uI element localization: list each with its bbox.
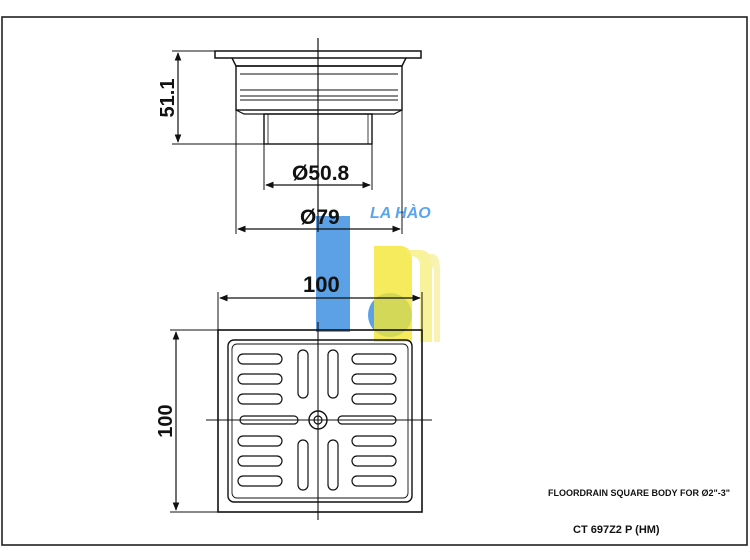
dimension-height-side [172, 50, 264, 145]
dimension-width-top [217, 292, 423, 330]
grate-slots-center [239, 349, 397, 491]
grate-slots-left [237, 353, 283, 487]
dimension-height-left-label: 100 [155, 404, 177, 437]
title-model: CT 697Z2 P (HM) [573, 524, 660, 536]
dimension-outer-diameter-label: Ø79 [300, 206, 340, 229]
dimension-outer-diameter [235, 110, 403, 234]
side-view [214, 38, 422, 232]
center-screw [308, 410, 328, 430]
drawing-border [1, 16, 748, 546]
watermark-text: LA HÀO [370, 203, 431, 222]
title-size: FOR Ø2"-3" [680, 488, 730, 498]
plan-view [206, 322, 432, 520]
dimension-height-left [170, 329, 218, 513]
dimension-inner-diameter-label: Ø50.8 [292, 162, 350, 185]
dimension-height-side-label: 51.1 [157, 79, 179, 118]
title-description: FLOORDRAIN SQUARE BODY [548, 488, 678, 498]
grate-slots-right [351, 353, 397, 487]
watermark-logo: LA HÀO [316, 203, 440, 342]
dimension-width-top-label: 100 [303, 272, 340, 297]
dimension-inner-diameter [263, 144, 373, 190]
